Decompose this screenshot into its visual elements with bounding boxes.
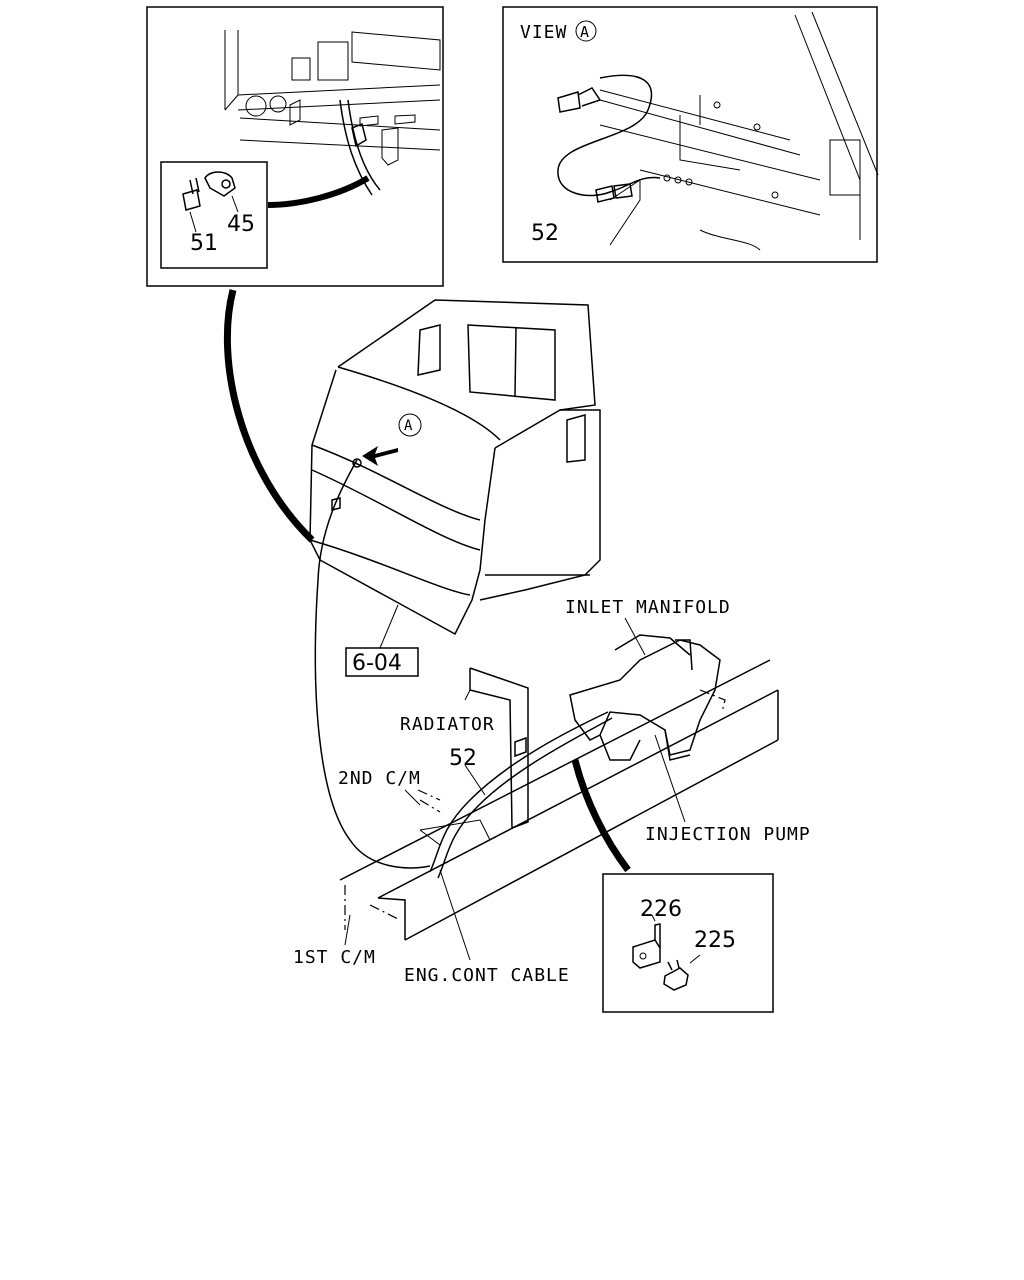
- reference-number: 6-04: [352, 651, 402, 676]
- label-inlet-manifold: INLET MANIFOLD: [565, 597, 731, 618]
- reference-box: [345, 647, 419, 677]
- view-label: VIEW: [520, 22, 567, 43]
- part-number-225: 225: [694, 928, 736, 953]
- label-injection-pump: INJECTION PUMP: [645, 824, 811, 845]
- view-a-box: [502, 6, 879, 263]
- inlet-manifold-leader: [624, 617, 646, 656]
- first-cm-leader: [344, 914, 351, 946]
- second-cm-leader: [404, 789, 421, 806]
- part-number-52-main: 52: [449, 746, 477, 771]
- radiator-leader: [464, 689, 471, 701]
- clamp-detail-box: [602, 873, 774, 1013]
- detail-leader-curve: [223, 289, 315, 543]
- detail-box-bracket: [146, 6, 444, 287]
- part-52-leader: [464, 764, 486, 796]
- view-marker: A: [580, 23, 590, 41]
- injection-pump-leader: [654, 734, 686, 823]
- part-number-226: 226: [640, 897, 682, 922]
- label-first-cm: 1ST C/M: [293, 947, 376, 968]
- cab-marker: A: [404, 418, 413, 434]
- label-eng-cont-cable: ENG.CONT CABLE: [404, 965, 570, 986]
- clamp-leader-curve: [571, 759, 631, 873]
- chassis-frame: [314, 579, 779, 941]
- part-number-52-view: 52: [531, 221, 559, 246]
- eng-cont-cable-leader: [439, 869, 471, 961]
- label-second-cm: 2ND C/M: [338, 768, 421, 789]
- label-radiator: RADIATOR: [400, 714, 495, 735]
- truck-cab: [309, 299, 601, 636]
- part-number-45: 45: [227, 212, 255, 237]
- reference-leader: [379, 604, 399, 649]
- part-number-51: 51: [190, 231, 218, 256]
